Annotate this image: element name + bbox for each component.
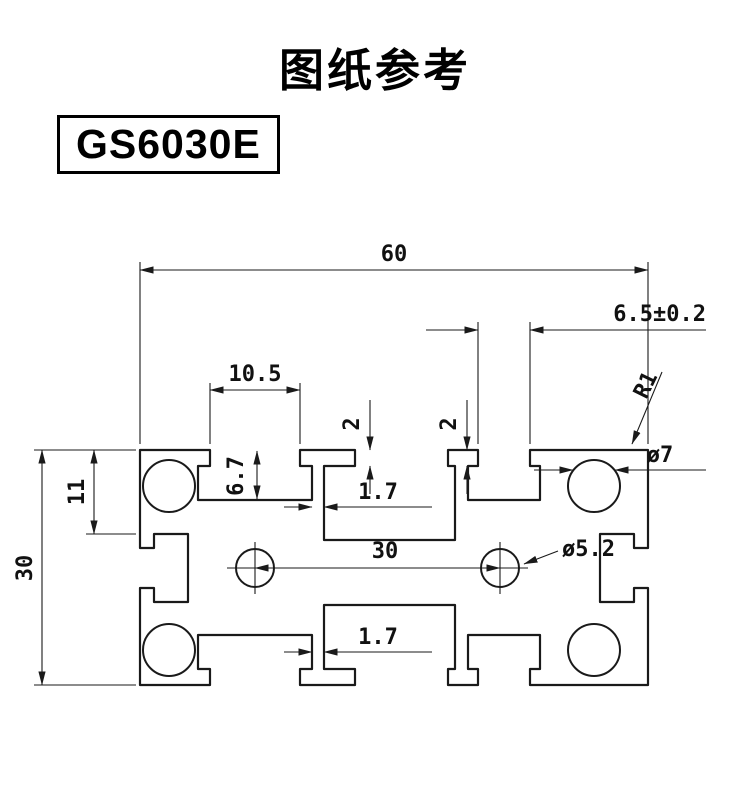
- model-label: GS6030E: [76, 121, 261, 167]
- corner-hole-top-right: [567, 459, 621, 513]
- leader-center-hole: [523, 550, 559, 565]
- leader-corner-radius: [631, 371, 663, 445]
- profile-outline: [138, 448, 650, 687]
- dim-overall-width: 60: [381, 242, 408, 267]
- dim-right-slot-width: 6.5±0.2: [613, 302, 706, 327]
- model-label-box: GS6030E: [57, 115, 280, 174]
- dim-lip-left: 2: [340, 417, 365, 430]
- dim-left-block-height: 11: [65, 479, 90, 506]
- dim-slot-spacing: 30: [372, 539, 399, 564]
- dim-hole-diameter: ø7: [647, 443, 674, 468]
- dim-center-hole-diameter: ø5.2: [562, 537, 615, 562]
- dim-wall-bottom: 1.7: [358, 625, 398, 650]
- dim-lip-right: 2: [437, 417, 462, 430]
- corner-hole-bottom-left: [142, 623, 196, 677]
- dim-corner-radius: R1: [629, 368, 663, 403]
- dim-top-slot-width: 10.5: [229, 362, 282, 387]
- corner-hole-bottom-right: [567, 623, 621, 677]
- dim-wall-top: 1.7: [358, 480, 398, 505]
- dim-overall-height: 30: [13, 555, 38, 582]
- page-title: 图纸参考: [278, 45, 471, 96]
- dim-slot-depth: 6.7: [224, 456, 249, 496]
- corner-hole-top-left: [142, 459, 196, 513]
